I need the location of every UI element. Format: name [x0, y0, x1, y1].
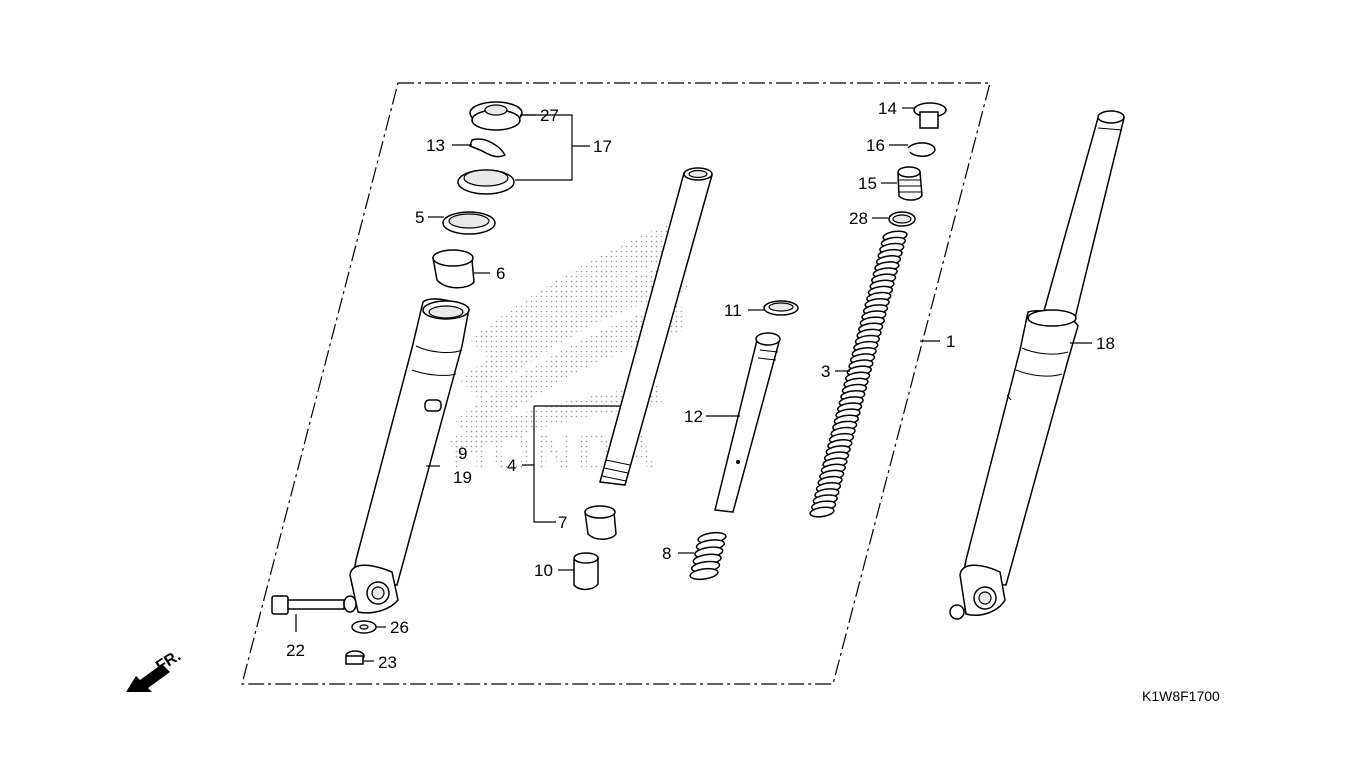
part-bushing-7 [584, 505, 617, 540]
part-circlip-16 [907, 142, 936, 157]
part-damper-rod-12 [714, 332, 781, 513]
figure-code: K1W8F1700 [1142, 688, 1220, 704]
callout-26: 26 [390, 618, 409, 637]
callout-6: 6 [496, 264, 505, 283]
callout-22: 22 [286, 641, 305, 660]
callout-13: 13 [426, 136, 445, 155]
assembly-frame [241, 82, 991, 685]
callout-28: 28 [849, 209, 868, 228]
callout-15: 15 [858, 174, 877, 193]
spring-coil [689, 567, 719, 581]
part-bolt-22 [271, 595, 357, 615]
part-fork-assembly-18 [949, 110, 1125, 620]
callout-23: 23 [378, 653, 397, 672]
callout-5: 5 [415, 208, 424, 227]
part-ring-11 [763, 300, 799, 316]
part-oil-seal-27 [469, 101, 523, 131]
callout-4: 4 [507, 456, 516, 475]
callout-11: 11 [724, 301, 742, 320]
callout-18: 18 [1096, 334, 1115, 353]
spring-coil [809, 506, 835, 518]
callout-9: 9 [458, 444, 467, 463]
honda-logo-watermark: HONDA [450, 220, 690, 482]
part-cap-bolt-14 [913, 102, 947, 129]
part-clip-13 [469, 138, 507, 158]
callout-27: 27 [540, 106, 559, 125]
part-screw-23 [345, 650, 365, 665]
part-spring-8 [689, 531, 727, 581]
callout-10: 10 [534, 561, 553, 580]
part-ring-5 [442, 211, 496, 235]
callout-7: 7 [558, 513, 567, 532]
callout-1: 1 [946, 332, 955, 351]
part-spacer-15 [897, 166, 923, 201]
callout-8: 8 [662, 544, 671, 563]
part-oil-seal-17 [457, 169, 515, 195]
part-fork-spring-3 [809, 230, 908, 518]
callout-17: 17 [593, 137, 612, 156]
part-seat-10 [573, 552, 599, 591]
part-o-ring-28 [888, 211, 916, 227]
callout-19: 19 [453, 468, 472, 487]
part-fork-slider-9 [349, 298, 470, 614]
callout-16: 16 [866, 136, 885, 155]
part-washer-26 [351, 620, 377, 634]
part-fork-pipe-4 [599, 167, 713, 486]
callout-3: 3 [821, 362, 830, 381]
callout-12: 12 [684, 407, 703, 426]
leader-lines [295, 107, 1092, 662]
callout-labels: 27 13 17 5 6 9 19 4 7 10 11 12 8 22 26 2… [286, 99, 1115, 672]
callout-14: 14 [878, 99, 897, 118]
part-bushing-6 [432, 249, 475, 289]
front-direction-arrow: FR. [126, 647, 184, 692]
